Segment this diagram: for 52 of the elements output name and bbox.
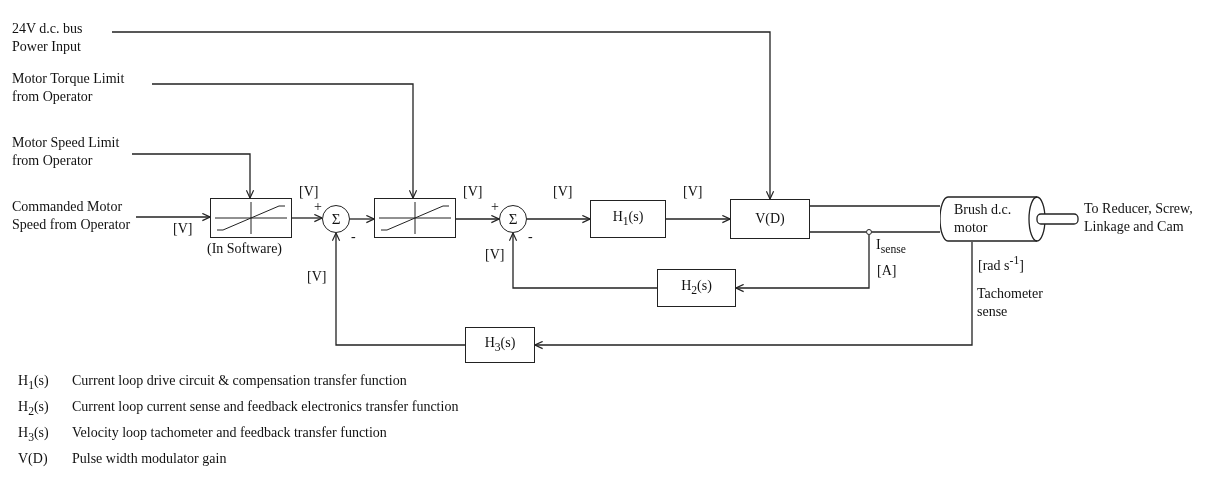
arrow — [291, 213, 323, 223]
arrow — [331, 232, 466, 346]
edge-label: [A] — [876, 262, 898, 280]
key-description: Current loop current sense and feedback electronics transfer function — [72, 398, 460, 416]
wire — [809, 205, 941, 207]
junction-dot — [866, 229, 872, 235]
edge-label: [V] — [298, 183, 320, 201]
key-description: Pulse width modulator gain — [72, 450, 228, 468]
modulator-block: V(D) — [730, 199, 810, 239]
summing-junction: Σ — [322, 205, 350, 233]
transfer-function-block: H$_{3}$(s) — [465, 327, 535, 363]
edge-label: [V] — [306, 268, 328, 286]
edge-label: [V] — [462, 183, 484, 201]
input-label: Motor Speed Limit from Operator — [12, 134, 132, 170]
wire — [871, 231, 941, 233]
summing-junction: Σ — [499, 205, 527, 233]
input-label: Commanded Motor Speed from Operator — [12, 198, 136, 234]
transfer-function-block: H$_{1}$(s) — [590, 200, 666, 238]
key-symbol: H$_{1}$(s) — [18, 372, 50, 394]
motor-label: Brush d.c. motor — [954, 201, 1013, 237]
arrow — [135, 212, 211, 222]
node-caption: + — [314, 199, 322, 216]
arrow — [349, 214, 375, 224]
edge-label: [V] — [552, 183, 574, 201]
edge-label: [V] — [172, 220, 194, 238]
wire — [809, 231, 867, 233]
arrow — [508, 232, 658, 289]
arrow — [455, 214, 500, 224]
key-symbol: H$_{3}$(s) — [18, 424, 50, 446]
node-caption: (In Software) — [207, 240, 283, 258]
node-caption: I$_{sense}$ — [876, 236, 906, 258]
arrow — [735, 234, 870, 293]
arrow — [665, 214, 731, 224]
input-label: 24V d.c. bus Power Input — [12, 20, 112, 56]
node-caption: + — [491, 198, 499, 216]
arrow — [534, 241, 973, 350]
note-text: Tachometer sense — [977, 285, 1044, 321]
node-caption: - — [528, 228, 533, 246]
transfer-function-block: H$_{2}$(s) — [657, 269, 736, 307]
key-symbol: H$_{2}$(s) — [18, 398, 50, 420]
node-caption: - — [351, 228, 356, 246]
edge-label: [V] — [682, 183, 704, 201]
arrow — [111, 31, 775, 200]
key-description: Velocity loop tachometer and feedback transfer function — [72, 424, 388, 442]
key-description: Current loop drive circuit & compensation transfer function — [72, 372, 408, 390]
input-label: Motor Torque Limit from Operator — [12, 70, 152, 106]
arrow — [131, 153, 255, 199]
note-text: To Reducer, Screw, Linkage and Cam — [1084, 200, 1194, 236]
arrow — [526, 214, 591, 224]
key-symbol: V(D) — [18, 450, 49, 468]
edge-label: [V] — [484, 246, 506, 264]
arrow — [151, 83, 418, 199]
